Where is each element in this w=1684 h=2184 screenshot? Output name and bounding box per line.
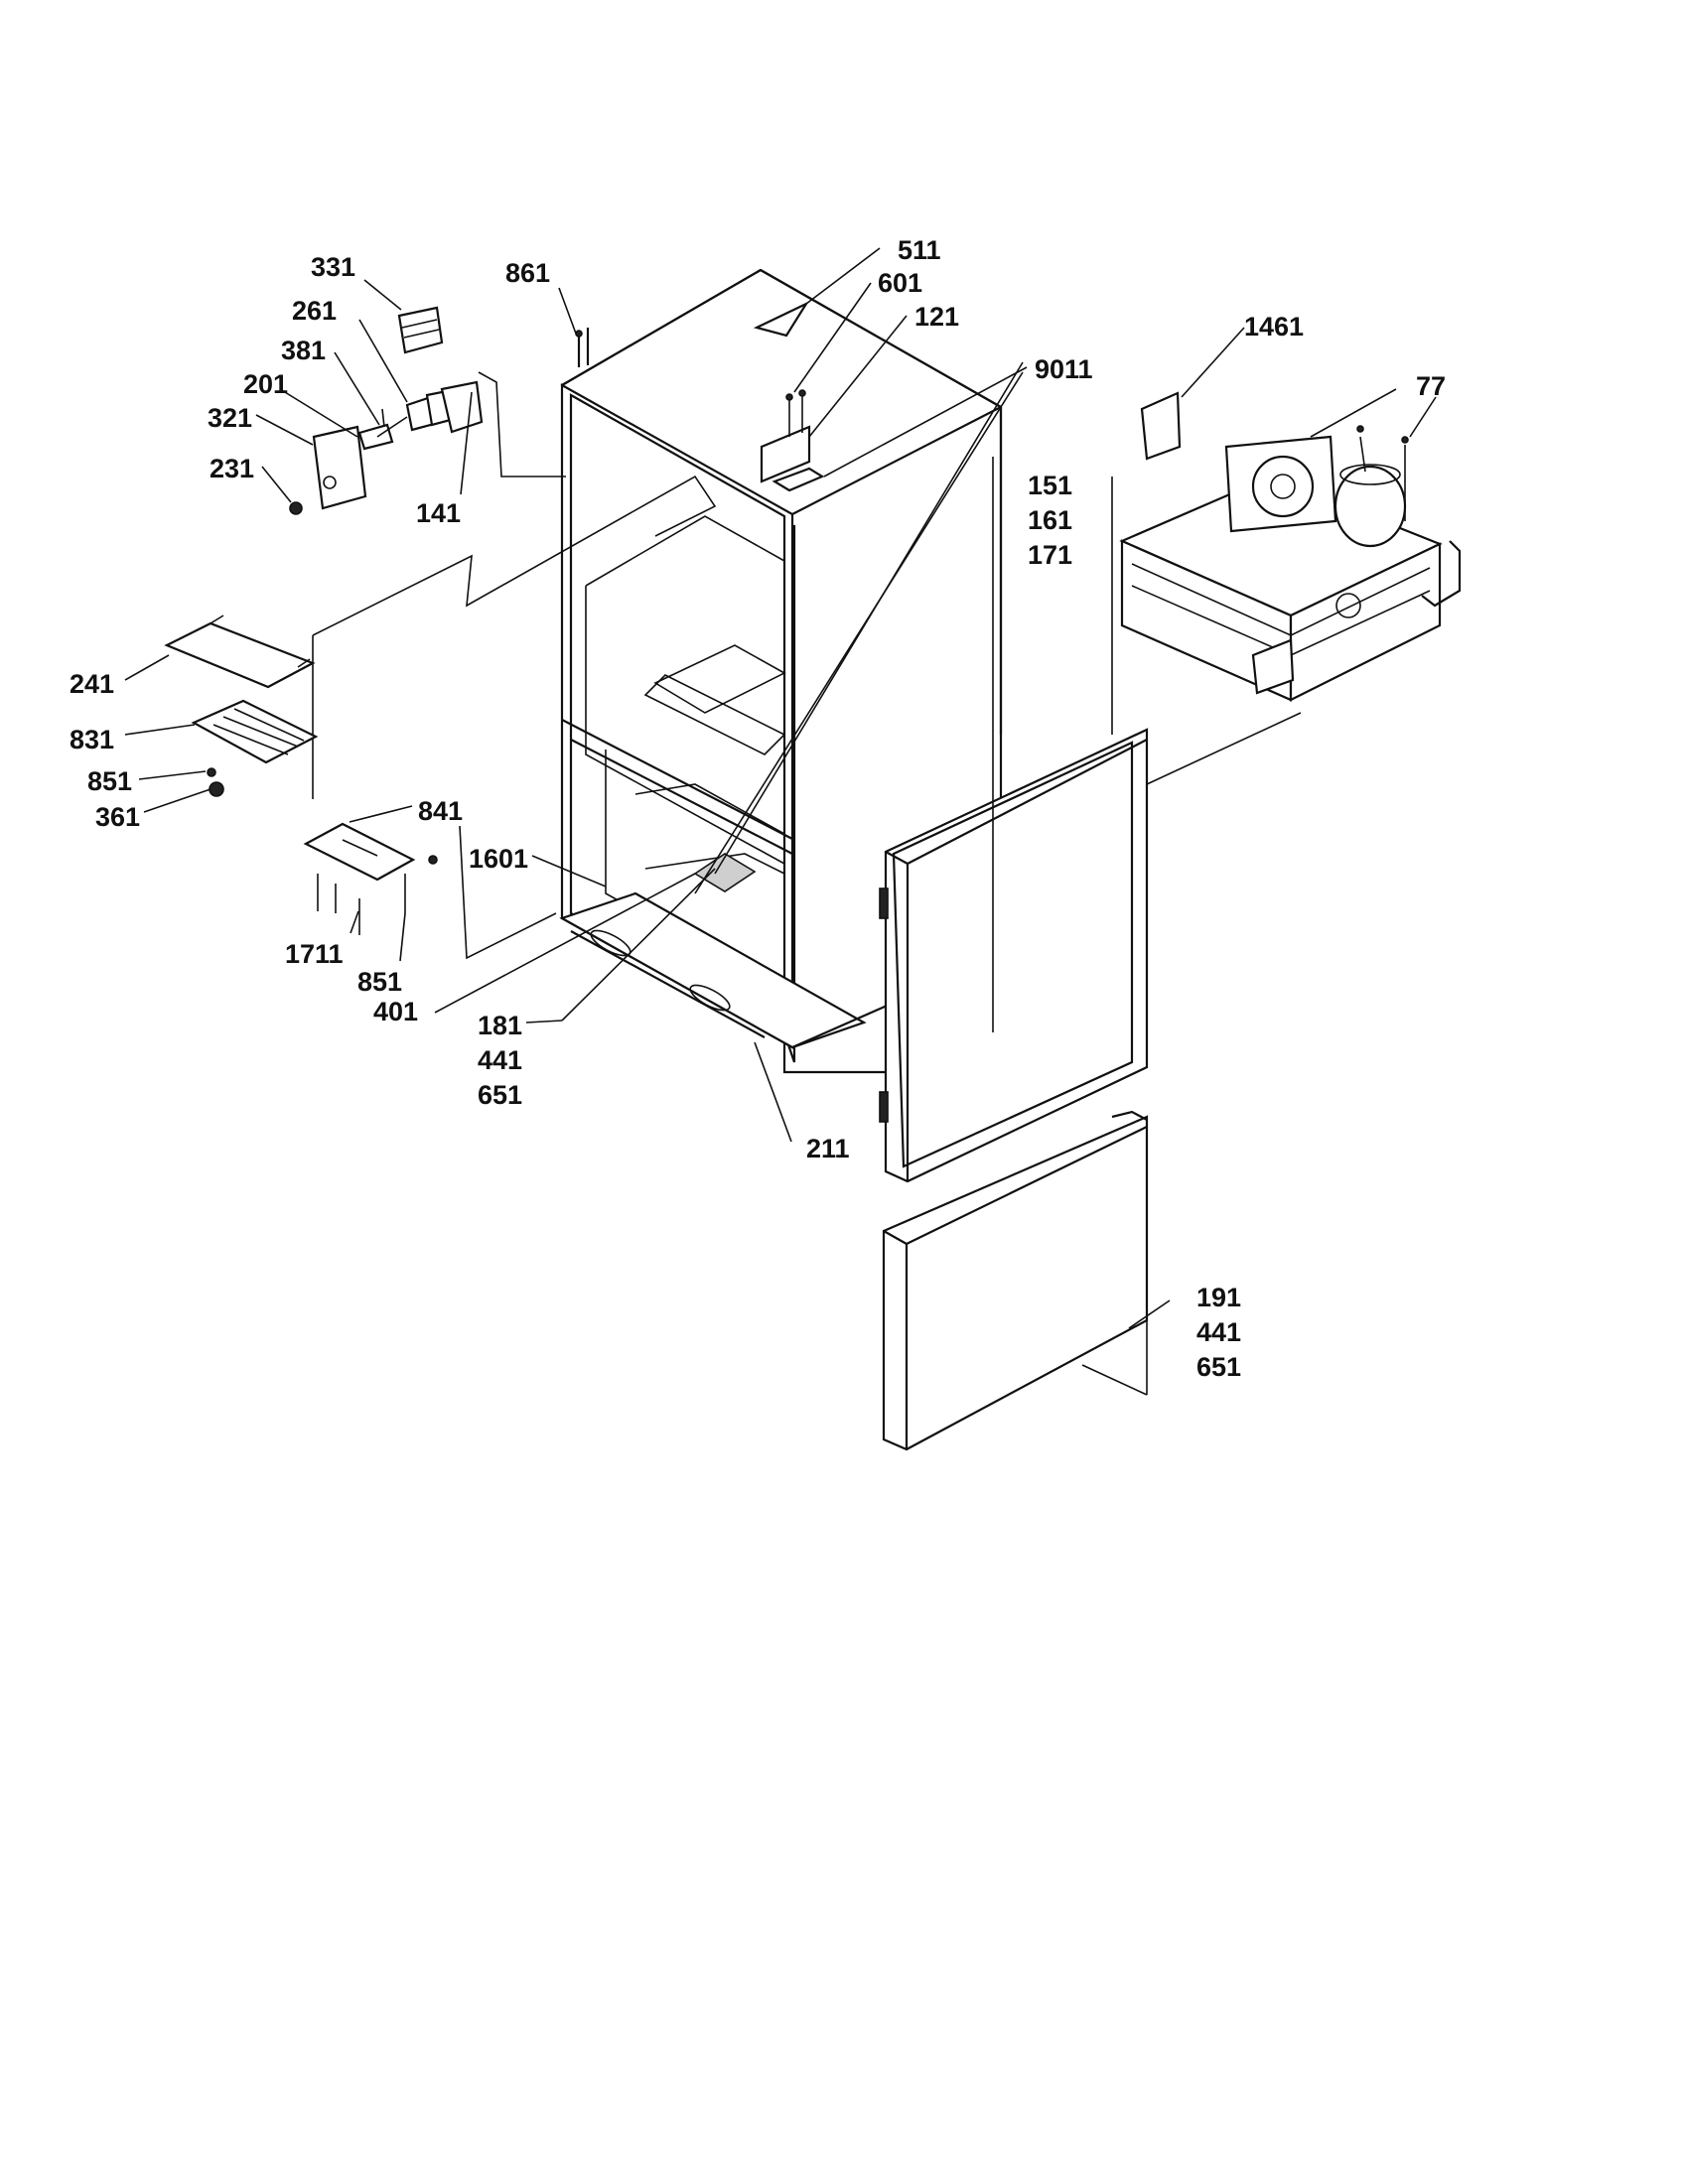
callout-261: 261 [292,296,338,326]
top-hinge-assembly [753,301,825,492]
callout-151: 151 [1028,471,1073,500]
callout-141: 141 [416,498,462,528]
callout-441-door: 441 [1196,1317,1242,1347]
callout-211: 211 [806,1134,850,1163]
callout-851-right: 851 [357,967,403,997]
callout-851-left: 851 [87,766,133,796]
callout-181: 181 [478,1011,523,1040]
callout-191-441-651: 191 441 651 [1196,1281,1241,1385]
callout-1601: 1601 [469,844,529,874]
machine-compartment [1119,388,1462,702]
callout-231: 231 [210,454,255,483]
callout-441: 441 [478,1045,523,1075]
callout-401: 401 [373,997,419,1026]
callout-191: 191 [1196,1283,1242,1312]
callout-651-door: 651 [1196,1352,1242,1382]
callout-1711: 1711 [285,939,344,969]
callout-841: 841 [418,796,464,826]
callout-511: 511 [898,235,941,265]
callout-601: 601 [878,268,923,298]
fresh-food-door [879,728,1149,1183]
tray-831 [191,699,319,797]
callout-331: 331 [311,252,356,282]
callout-161: 161 [1028,505,1073,535]
callout-181-441-651: 181 441 651 [478,1009,522,1113]
callout-171: 171 [1028,540,1073,570]
callout-651: 651 [478,1080,523,1110]
hinge-pin-861 [575,328,590,367]
callout-321: 321 [208,403,253,433]
freezer-drawer-front [882,1110,1149,1451]
callout-361: 361 [95,802,141,832]
callout-861: 861 [505,258,551,288]
callout-leaders [124,247,1437,1329]
callout-151-161-171: 151 161 171 [1028,469,1072,573]
callout-241: 241 [70,669,115,699]
callout-77: 77 [1416,371,1447,401]
callout-831: 831 [70,725,115,754]
bracket-841 [303,822,438,935]
callout-381: 381 [281,336,327,365]
bracket-241 [164,614,316,689]
callout-201: 201 [243,369,289,399]
callout-1461: 1461 [1244,312,1305,341]
callout-121: 121 [914,302,960,332]
callout-9011: 9011 [1035,354,1093,384]
